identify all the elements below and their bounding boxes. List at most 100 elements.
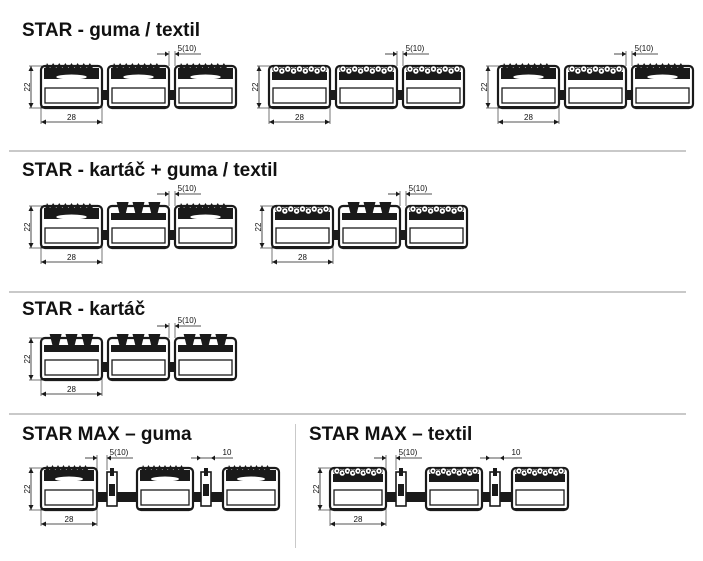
profile-segment [39,63,104,110]
textile-insert [339,65,394,80]
dimension-gap: 5(10) [374,448,422,470]
dimension-width-label: 28 [524,113,533,122]
dimension-gap: 5(10) [385,44,429,66]
connector [169,90,175,100]
profile-segment [135,465,195,512]
connector [386,492,396,502]
connector [169,230,175,240]
dimension-gap: 5(10) [157,316,201,338]
dimension-width-label: 28 [65,515,74,524]
rubber-insert [44,63,99,80]
connector [400,230,406,240]
dimension-height-label: 22 [312,484,321,493]
rubber-insert [178,203,233,220]
dimension-width-label: 28 [298,253,307,262]
brush-insert [178,334,233,352]
brush-insert [44,334,99,352]
section-divider [9,413,686,415]
profile-segment [334,64,399,110]
profile-segment [404,204,469,250]
dimension-height-label: 22 [23,82,32,91]
profile-segment [401,64,466,110]
dimension-width: 28 [40,106,103,125]
dimension-height: 22 [23,467,45,511]
profile-segment [39,465,99,512]
dimension-width: 28 [40,246,103,265]
textile-insert [333,467,383,482]
brush-insert [111,202,166,220]
dimension-height-label: 22 [254,222,263,231]
spacer-profile [200,468,212,507]
dimension-gap-label: 5(10) [406,44,425,53]
dimension-width-label: 28 [67,253,76,262]
profile-segment [496,63,561,110]
textile-insert [275,205,330,220]
profile-segment [39,203,104,250]
dimension-gap-label: 5(10) [178,44,197,53]
section-title-guma-textil: STAR - guma / textil [22,20,201,41]
rubber-insert [501,63,556,80]
rubber-insert [44,203,99,220]
profile-segment [563,64,628,110]
profile-segment [221,465,281,512]
profile-segment [510,466,570,512]
connector [626,90,632,100]
section-title-kartac-guma-textil: STAR - kartáč + guma / textil [22,160,278,181]
profile-segment [39,334,104,382]
connector [406,492,426,502]
connector [102,90,108,100]
connector [97,492,107,502]
rubber-insert [44,465,94,482]
connector [193,492,203,502]
dimension-width: 28 [271,246,334,265]
connector [102,362,108,372]
dimension-height: 22 [23,337,45,381]
profile-kartac-guma-textil-1: 22 28 5(10) [23,184,238,265]
section-divider [9,150,686,152]
dimension-height-label: 22 [23,222,32,231]
dimension-height-label: 22 [23,484,32,493]
section-title-max-textil: STAR MAX – textil [309,424,473,445]
dimension-gap-label: 5(10) [178,184,197,193]
dimension-gap: 5(10) [85,448,133,470]
spacer-profile [489,468,501,507]
textile-insert [409,205,464,220]
profile-segment [337,202,402,250]
profile-guma-textil-1: 22 28 5(10) [23,44,238,125]
profile-segment [270,204,335,250]
profile-segment [173,203,238,250]
dimension-height-label: 22 [480,82,489,91]
dimension-gap-label: 5(10) [399,448,418,457]
dimension-gap: 5(10) [157,44,201,66]
connector [102,230,108,240]
section-title-kartac: STAR - kartáč [22,299,146,320]
dimension-width: 28 [329,508,387,527]
dimension-gap-label: 5(10) [110,448,129,457]
dimension-gap-2-label: 10 [512,448,521,457]
profile-guma-textil-3: 22 28 5(10) [480,44,695,125]
dimension-width: 28 [40,378,103,397]
dimension-height: 22 [23,205,45,249]
connector [559,90,565,100]
profile-segment [173,63,238,110]
dimension-gap-2: 10 [480,448,522,461]
dimension-gap-label: 5(10) [635,44,654,53]
dimension-width: 28 [40,508,98,527]
section-divider [9,291,686,293]
dimension-height: 22 [480,65,502,109]
dimension-height: 22 [254,205,276,249]
section-title-max-guma: STAR MAX – guma [22,424,192,445]
dimension-gap: 5(10) [157,184,201,206]
profile-segment [106,63,171,110]
textile-insert [272,65,327,80]
dimension-width: 28 [268,106,331,125]
rubber-insert [111,63,166,80]
dimension-gap-2: 10 [191,448,233,461]
profile-max-guma-1: 22 28 5(10) 10 [23,448,281,527]
rubber-insert [140,465,190,482]
profile-max-textil-1: 22 28 5(10) 10 [312,448,570,527]
profile-segment [630,63,695,110]
dimension-width-label: 28 [295,113,304,122]
